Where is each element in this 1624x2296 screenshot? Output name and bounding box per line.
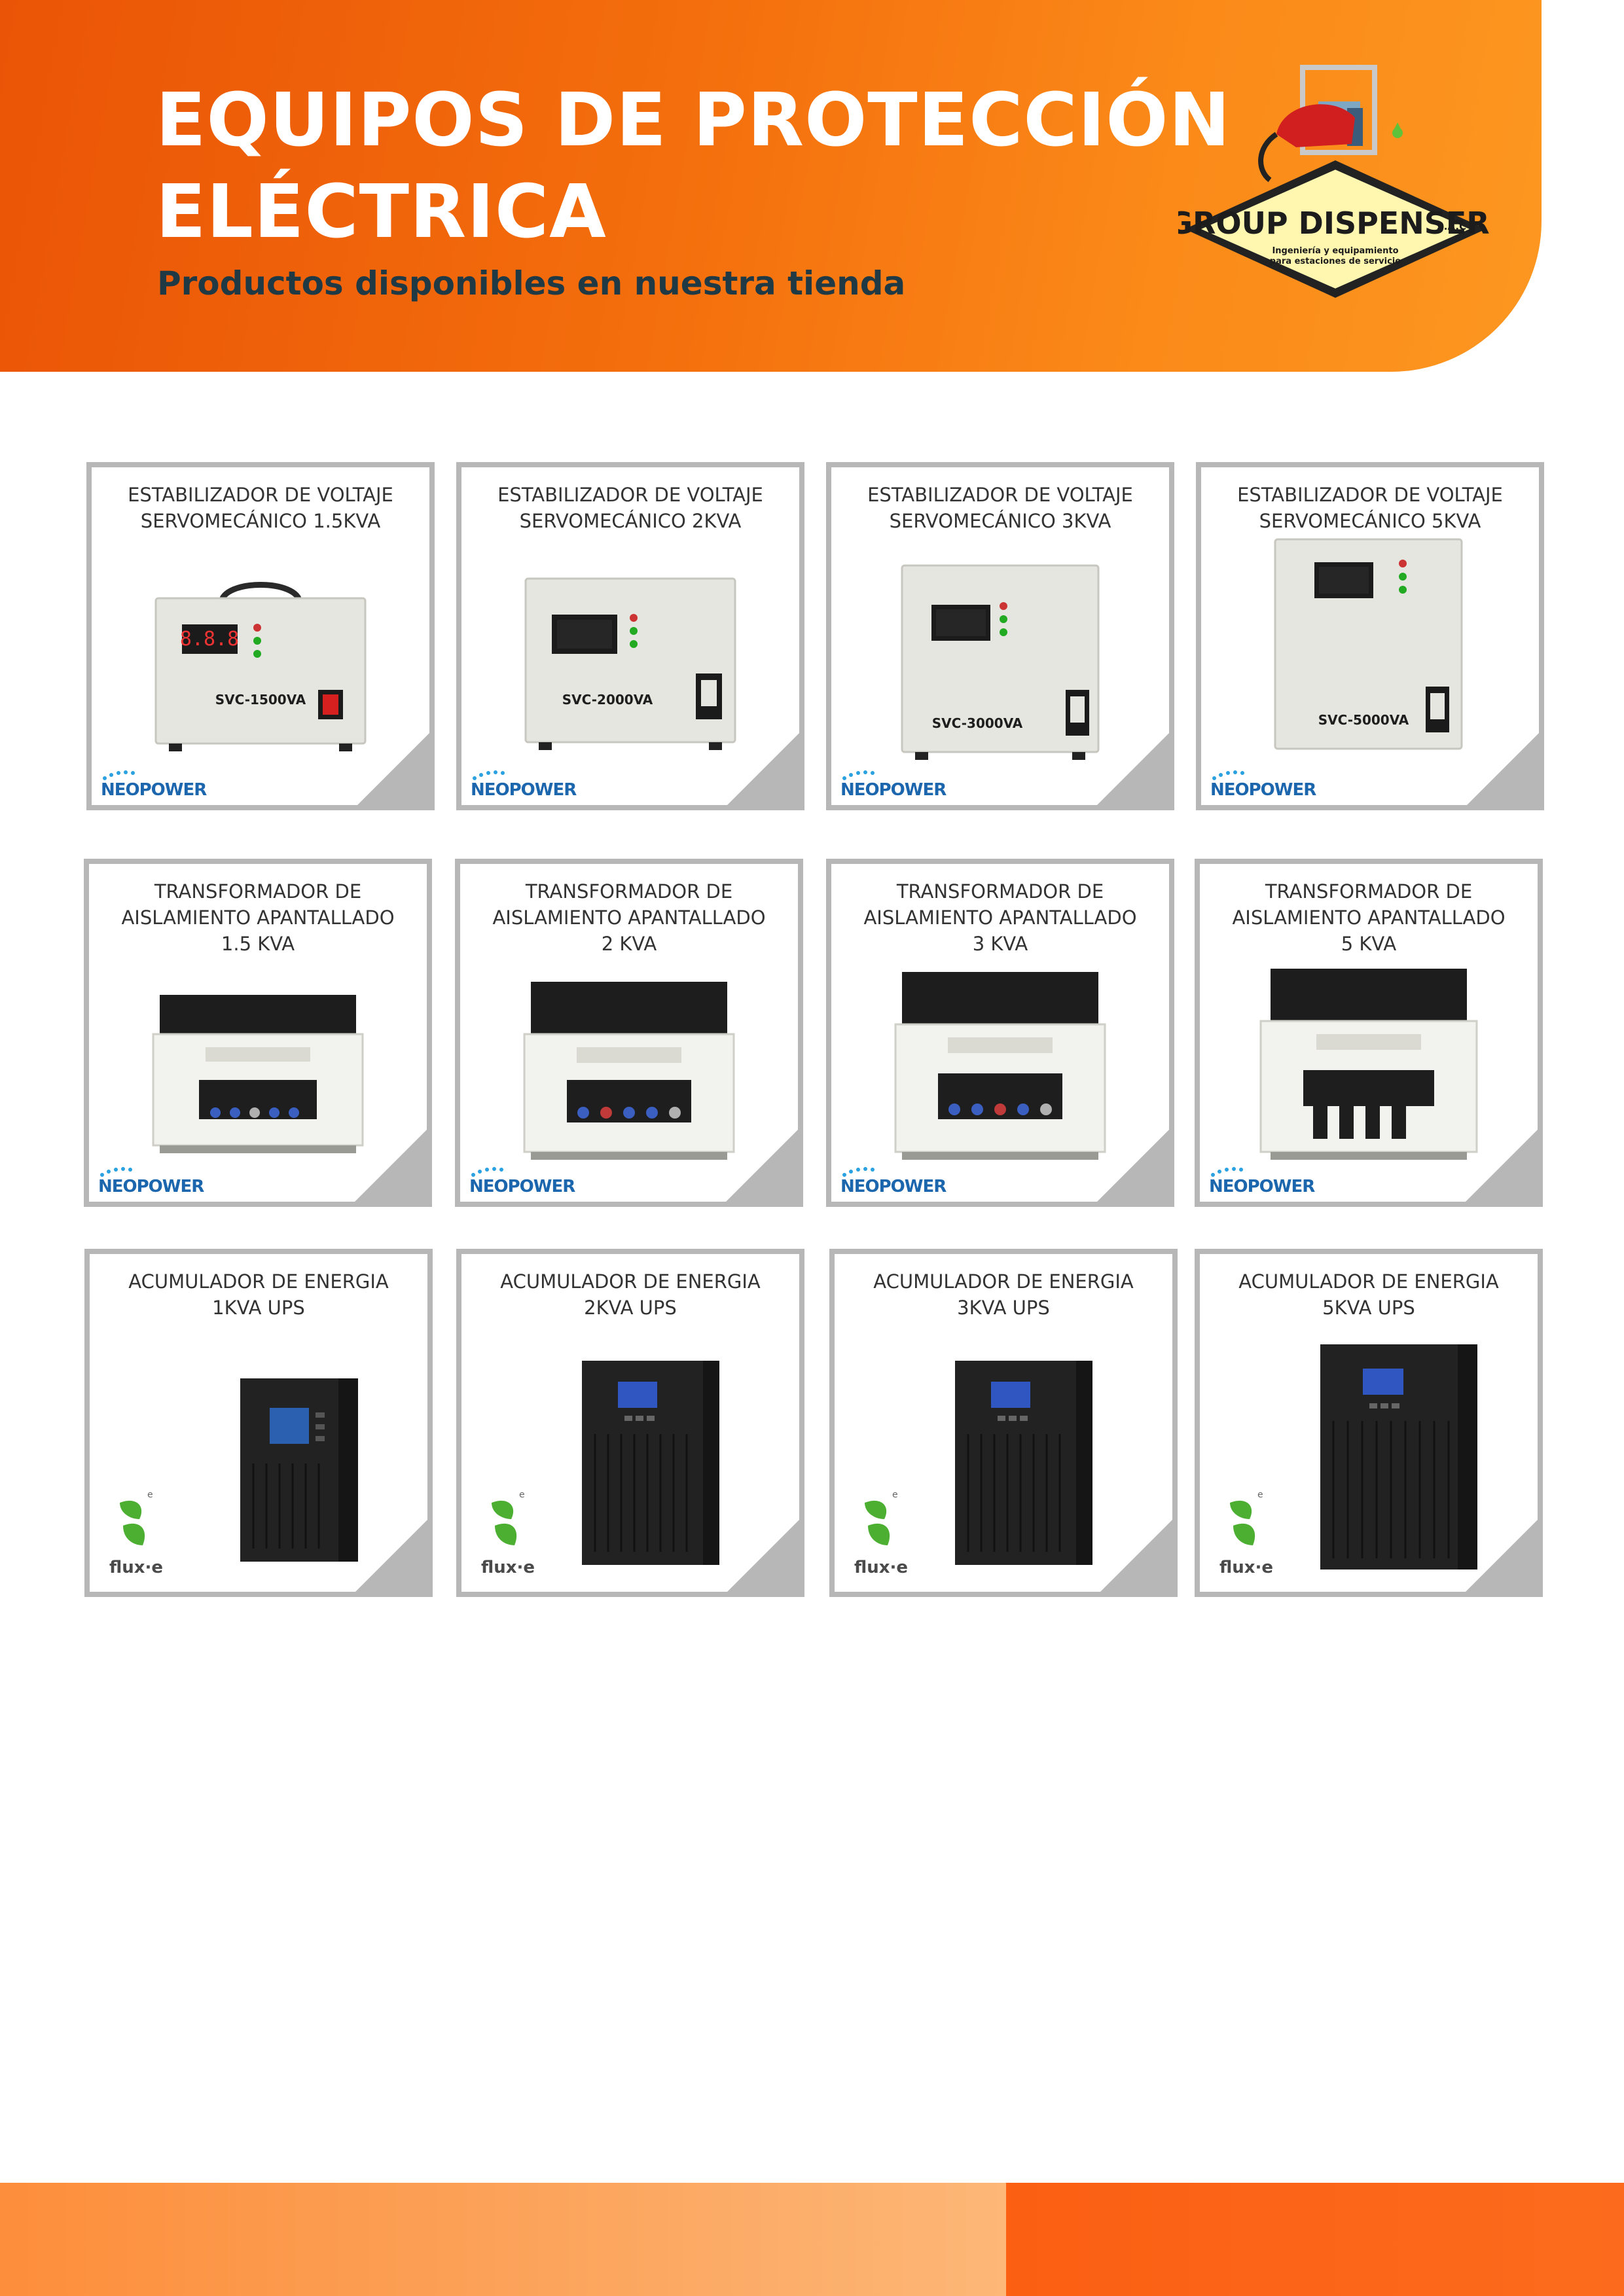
card-corner-decoration: [1467, 733, 1539, 805]
neopower-logo: NEOPOWER: [469, 1166, 581, 1196]
neopower-logo: NEOPOWER: [101, 770, 212, 800]
flux-e-logo: e flux·e: [1219, 1490, 1274, 1577]
card-corner-decoration: [355, 1520, 427, 1592]
voltage-stabilizer-image: SVC-5000VA: [1274, 538, 1463, 750]
neopower-dots-icon: [1211, 1167, 1243, 1177]
voltage-stabilizer-image: SVC-2000VA: [524, 577, 736, 750]
card-corner-decoration: [727, 733, 799, 805]
neopower-logo: NEOPOWER: [471, 770, 582, 800]
ups-image: [581, 1361, 719, 1565]
flux-e-logo: e flux·e: [854, 1490, 909, 1577]
model-label: SVC-3000VA: [932, 715, 1023, 731]
ups-image: [954, 1361, 1092, 1565]
svg-text:e: e: [1257, 1490, 1263, 1500]
voltage-stabilizer-image: 8.8.8 SVC-1500VA: [154, 582, 367, 751]
neopower-dots-icon: [473, 770, 505, 780]
svg-text:e: e: [892, 1490, 898, 1500]
footer-band-light: [0, 2183, 1006, 2296]
footer-band-dark: [1006, 2183, 1624, 2296]
isolation-transformer-image: [152, 995, 364, 1153]
logo-brand-text: GROUP DISPENSER: [1178, 206, 1490, 241]
card-corner-decoration: [1097, 1130, 1169, 1202]
isolation-transformer-image: [1259, 969, 1478, 1160]
fuel-station-icon: [1258, 65, 1403, 183]
flux-leaf-icon: e: [492, 1490, 525, 1545]
group-dispenser-logo: GROUP DISPENSER S.A.C Ingeniería y equip…: [1178, 65, 1490, 298]
neopower-logo: NEOPOWER: [1209, 1166, 1320, 1196]
svg-text:e: e: [147, 1490, 153, 1500]
page-subtitle: Productos disponibles en nuestra tienda: [157, 264, 906, 302]
flux-leaf-icon: e: [865, 1490, 898, 1545]
card-corner-decoration: [355, 1130, 427, 1202]
logo-suffix-text: S.A.C: [1437, 221, 1466, 232]
isolation-transformer-image: [523, 982, 735, 1160]
page-header: EQUIPOS DE PROTECCIÓN ELÉCTRICA Producto…: [0, 0, 1542, 372]
neopower-logo: NEOPOWER: [98, 1166, 209, 1196]
card-corner-decoration: [1097, 733, 1169, 805]
ups-image: [240, 1378, 358, 1562]
svg-text:8.8.8: 8.8.8: [180, 628, 239, 651]
logo-tagline-1: Ingeniería y equipamiento: [1272, 246, 1398, 256]
neopower-dots-icon: [100, 1167, 132, 1177]
neopower-dots-icon: [842, 1167, 875, 1177]
voltage-stabilizer-image: SVC-3000VA: [901, 564, 1100, 760]
card-corner-decoration: [1100, 1520, 1172, 1592]
model-label: SVC-1500VA: [215, 692, 306, 708]
flux-e-logo: e flux·e: [481, 1490, 535, 1577]
page-title-line1: EQUIPOS DE PROTECCIÓN: [156, 78, 1231, 163]
model-label: SVC-5000VA: [1318, 712, 1409, 728]
neopower-logo: NEOPOWER: [840, 770, 952, 800]
logo-tagline-2: para estaciones de servicio: [1270, 257, 1401, 266]
neopower-logo: NEOPOWER: [840, 1166, 952, 1196]
flux-leaf-icon: e: [1230, 1490, 1263, 1545]
card-corner-decoration: [727, 1520, 799, 1592]
neopower-logo: NEOPOWER: [1210, 770, 1322, 800]
model-label: SVC-2000VA: [562, 692, 653, 708]
neopower-dots-icon: [842, 770, 875, 780]
neopower-dots-icon: [1212, 770, 1244, 780]
ups-image: [1320, 1344, 1478, 1570]
card-corner-decoration: [1466, 1130, 1538, 1202]
card-corner-decoration: [726, 1130, 798, 1202]
card-corner-decoration: [357, 733, 429, 805]
neopower-dots-icon: [471, 1167, 503, 1177]
card-corner-decoration: [1466, 1520, 1538, 1592]
flux-e-logo: e flux·e: [109, 1490, 164, 1577]
flux-leaf-icon: e: [120, 1490, 153, 1545]
page-title-line2: ELÉCTRICA: [156, 170, 607, 255]
neopower-dots-icon: [103, 770, 135, 780]
svg-text:e: e: [519, 1490, 525, 1500]
isolation-transformer-image: [894, 972, 1106, 1160]
